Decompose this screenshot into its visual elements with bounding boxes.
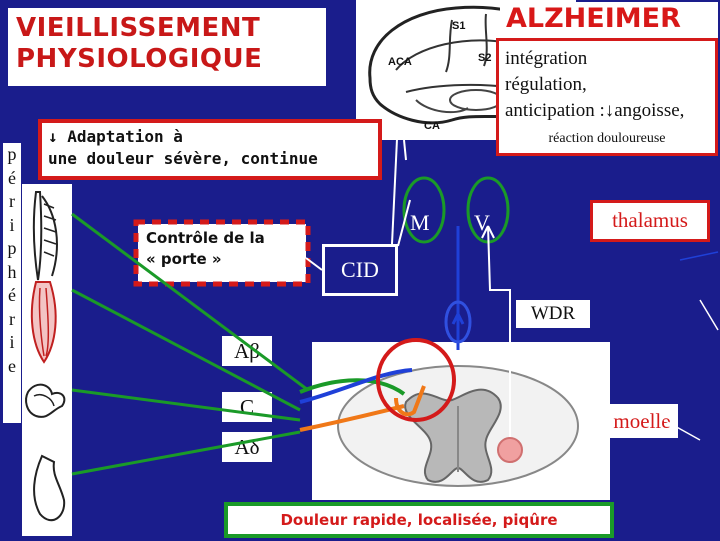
cid-box: CID [322,244,398,296]
arrow-blue [451,313,465,325]
title-right-background [500,2,718,38]
brain-label-s2: S2 [478,52,492,64]
integration-line3: anticipation :↓angoisse, [505,100,685,121]
tissue-column [22,184,72,536]
peripherie-column: p é r i p h é r i e [3,143,21,423]
douleur-box: Douleur rapide, localisée, piqûre [224,502,614,538]
adaptation-box: ↓ Adaptation à une douleur sévère, conti… [38,119,382,180]
integration-box: intégration régulation, anticipation :↓a… [496,38,718,156]
cid-to-porte-line [305,257,323,271]
white-short-line [403,139,407,161]
peripherie-letter: i [9,332,15,352]
title-alzheimer: ALZHEIMER [506,3,681,34]
fiber-label-adelta: Aδ [222,432,272,462]
thalamus-label: thalamus [590,200,710,242]
peripherie-letter: h [7,261,17,282]
integration-line1: intégration [505,48,588,69]
controle-line2: « porte » [146,250,222,268]
adaptation-line2: une douleur sévère, continue [48,149,318,168]
peripherie-letter: e [8,355,16,376]
integration-line2: régulation, [505,74,587,95]
brain-label-s1: S1 [452,20,466,32]
peripherie-letter: r [9,308,15,329]
peripherie-letter: p [7,144,17,164]
controle-porte-box: Contrôle de la « porte » [138,224,306,282]
peripherie-letter: é [8,285,16,305]
brain-label-ca: CA [424,120,440,132]
adaptation-line1: ↓ Adaptation à [48,127,183,146]
title-physiologique: PHYSIOLOGIQUE [16,44,263,74]
label-m: M [410,210,430,235]
label-v: V [474,210,490,235]
title-left-background [8,8,326,86]
m-to-cid-line [397,199,411,247]
decor-line [679,251,719,261]
spinal-cord-panel [312,342,610,500]
integration-line4: réaction douloureuse [548,131,666,146]
decor-line [699,299,719,331]
tissue-sketches [25,191,66,521]
fiber-label-c: C [222,392,272,422]
moelle-label: moelle [606,404,678,438]
peripherie-letter: p [7,238,17,258]
title-vieillissement: VIEILLISSEMENT [16,13,261,43]
peripherie-letter: é [8,167,16,188]
fiber-label-abeta: Aβ [222,336,272,366]
controle-line1: Contrôle de la [146,229,265,247]
peripherie-letter: i [9,214,15,235]
blue-ellipse [444,300,472,344]
peripherie-letter: r [9,191,15,211]
wdr-label: WDR [516,300,590,328]
brain-label-aca: ACA [388,56,412,68]
spinal-cord-sketch [337,365,579,487]
